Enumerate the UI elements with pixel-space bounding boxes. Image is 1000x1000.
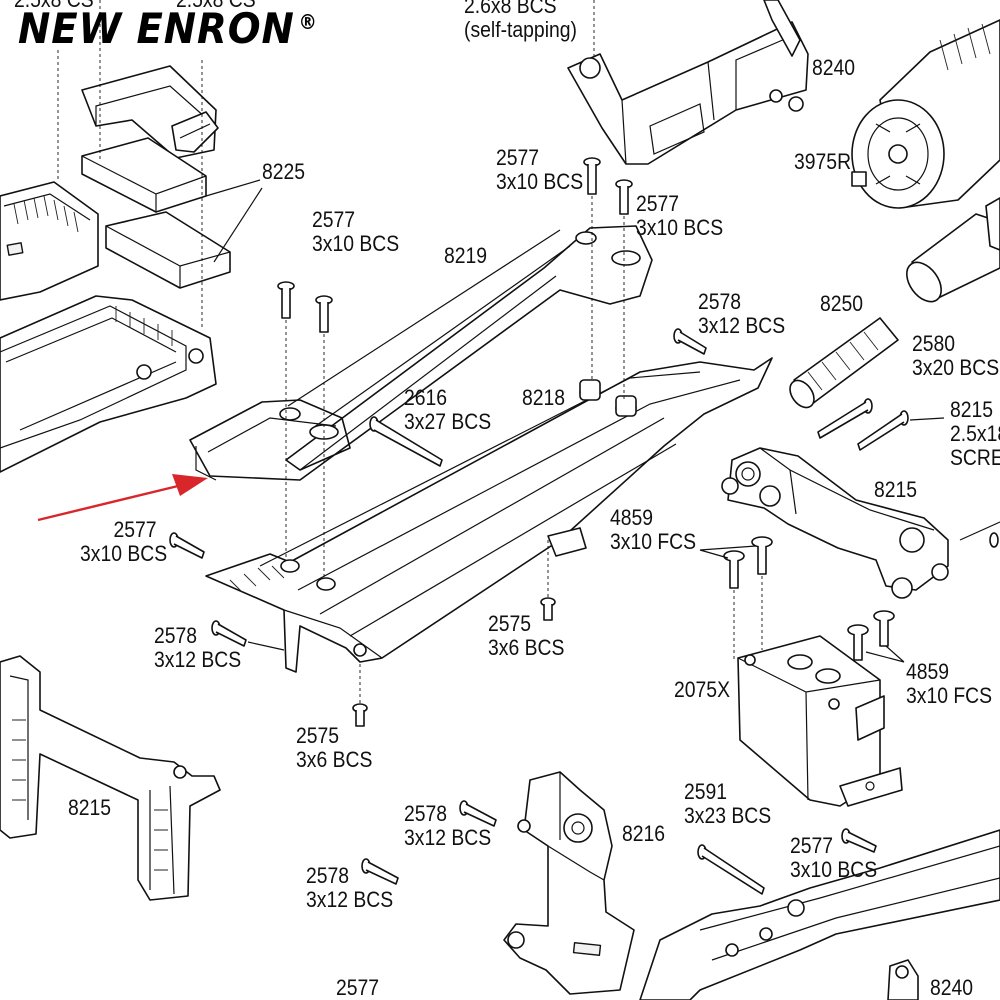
screw-8215-2.5x18 — [857, 410, 909, 451]
registered-mark: ® — [298, 10, 318, 34]
screw-4859-a1 — [723, 550, 745, 589]
drive-shaft-8250 — [789, 197, 1000, 409]
label-3975r: 3975R — [794, 149, 852, 174]
receiver-box-part — [81, 65, 219, 159]
screw-2577-left-top-a — [277, 281, 295, 319]
screw-2577-left-mid — [169, 532, 205, 559]
screw-2578-left-mid — [211, 620, 247, 647]
label-8225: 8225 — [262, 159, 306, 184]
battery-holder-8240-bottom — [887, 959, 919, 1000]
screw-2577-center-top — [583, 157, 601, 195]
screw-2578-right — [673, 328, 707, 355]
label-8215-right: 8215 — [874, 477, 918, 502]
screw-2580 — [817, 398, 873, 439]
label-8216: 8216 — [622, 821, 666, 846]
screw-2577-lower-right — [841, 828, 877, 853]
screw-2578-lower-b — [361, 858, 399, 885]
label-8240-top: 8240 — [812, 55, 856, 80]
receiver-tray-part — [0, 295, 217, 473]
screw-right-edge — [989, 532, 999, 548]
battery-holder-8240-top — [567, 0, 809, 165]
screw-2616 — [369, 416, 443, 467]
leader-8225-b — [213, 187, 263, 263]
leader-8215-screw — [909, 417, 945, 421]
leader-8215-right — [959, 521, 1000, 541]
label-8218: 8218 — [522, 385, 566, 410]
leader-8225-a — [205, 179, 261, 197]
screw-2575-center — [540, 597, 556, 621]
screw-4859-b1 — [847, 624, 869, 661]
servo-2075x — [737, 635, 903, 807]
screw-2577-center-right — [615, 179, 633, 215]
label-8250: 8250 — [820, 291, 864, 316]
screw-2591 — [697, 844, 765, 895]
leader-4859-b — [865, 645, 905, 663]
label-8219: 8219 — [444, 243, 488, 268]
screw-2575-lower — [352, 703, 368, 727]
bulkhead-8216 — [503, 771, 635, 995]
motor-3975r — [851, 19, 1000, 209]
leader-2578-left — [247, 641, 285, 651]
servo-mount-8215-right — [721, 447, 949, 599]
chassis-rail-8218 — [205, 357, 773, 673]
chassis-lower-right — [639, 829, 1000, 1000]
label-self-tapping: 2.6x8 BCS(self-tapping) — [464, 0, 577, 42]
label-8240-bottom: 8240 — [930, 975, 974, 1000]
screw-2578-lower-a — [459, 800, 497, 827]
label-top-partial: 2.5x8 CS — [14, 0, 94, 12]
screw-2577-left-top-b — [315, 295, 333, 333]
chassis-rail-8219 — [189, 225, 653, 481]
mount-8215-left — [0, 655, 221, 901]
label-2075x: 2075X — [674, 677, 730, 702]
red-pointer-arrow — [37, 474, 208, 522]
label-8215-left: 8215 — [68, 795, 112, 820]
leader-4859-a — [699, 545, 757, 559]
label-2577-bottom: 2577 — [336, 975, 380, 1000]
brand-name: NEW ENRON — [18, 4, 295, 53]
foam-pad-lower — [105, 211, 231, 289]
label-top-partial-2: 2.5x8 CS — [176, 0, 256, 12]
screw-4859-b2 — [873, 610, 895, 647]
receiver-part — [0, 181, 99, 301]
brand-watermark: NEW ENRON® — [18, 4, 318, 53]
screw-4859-a2 — [751, 536, 773, 575]
